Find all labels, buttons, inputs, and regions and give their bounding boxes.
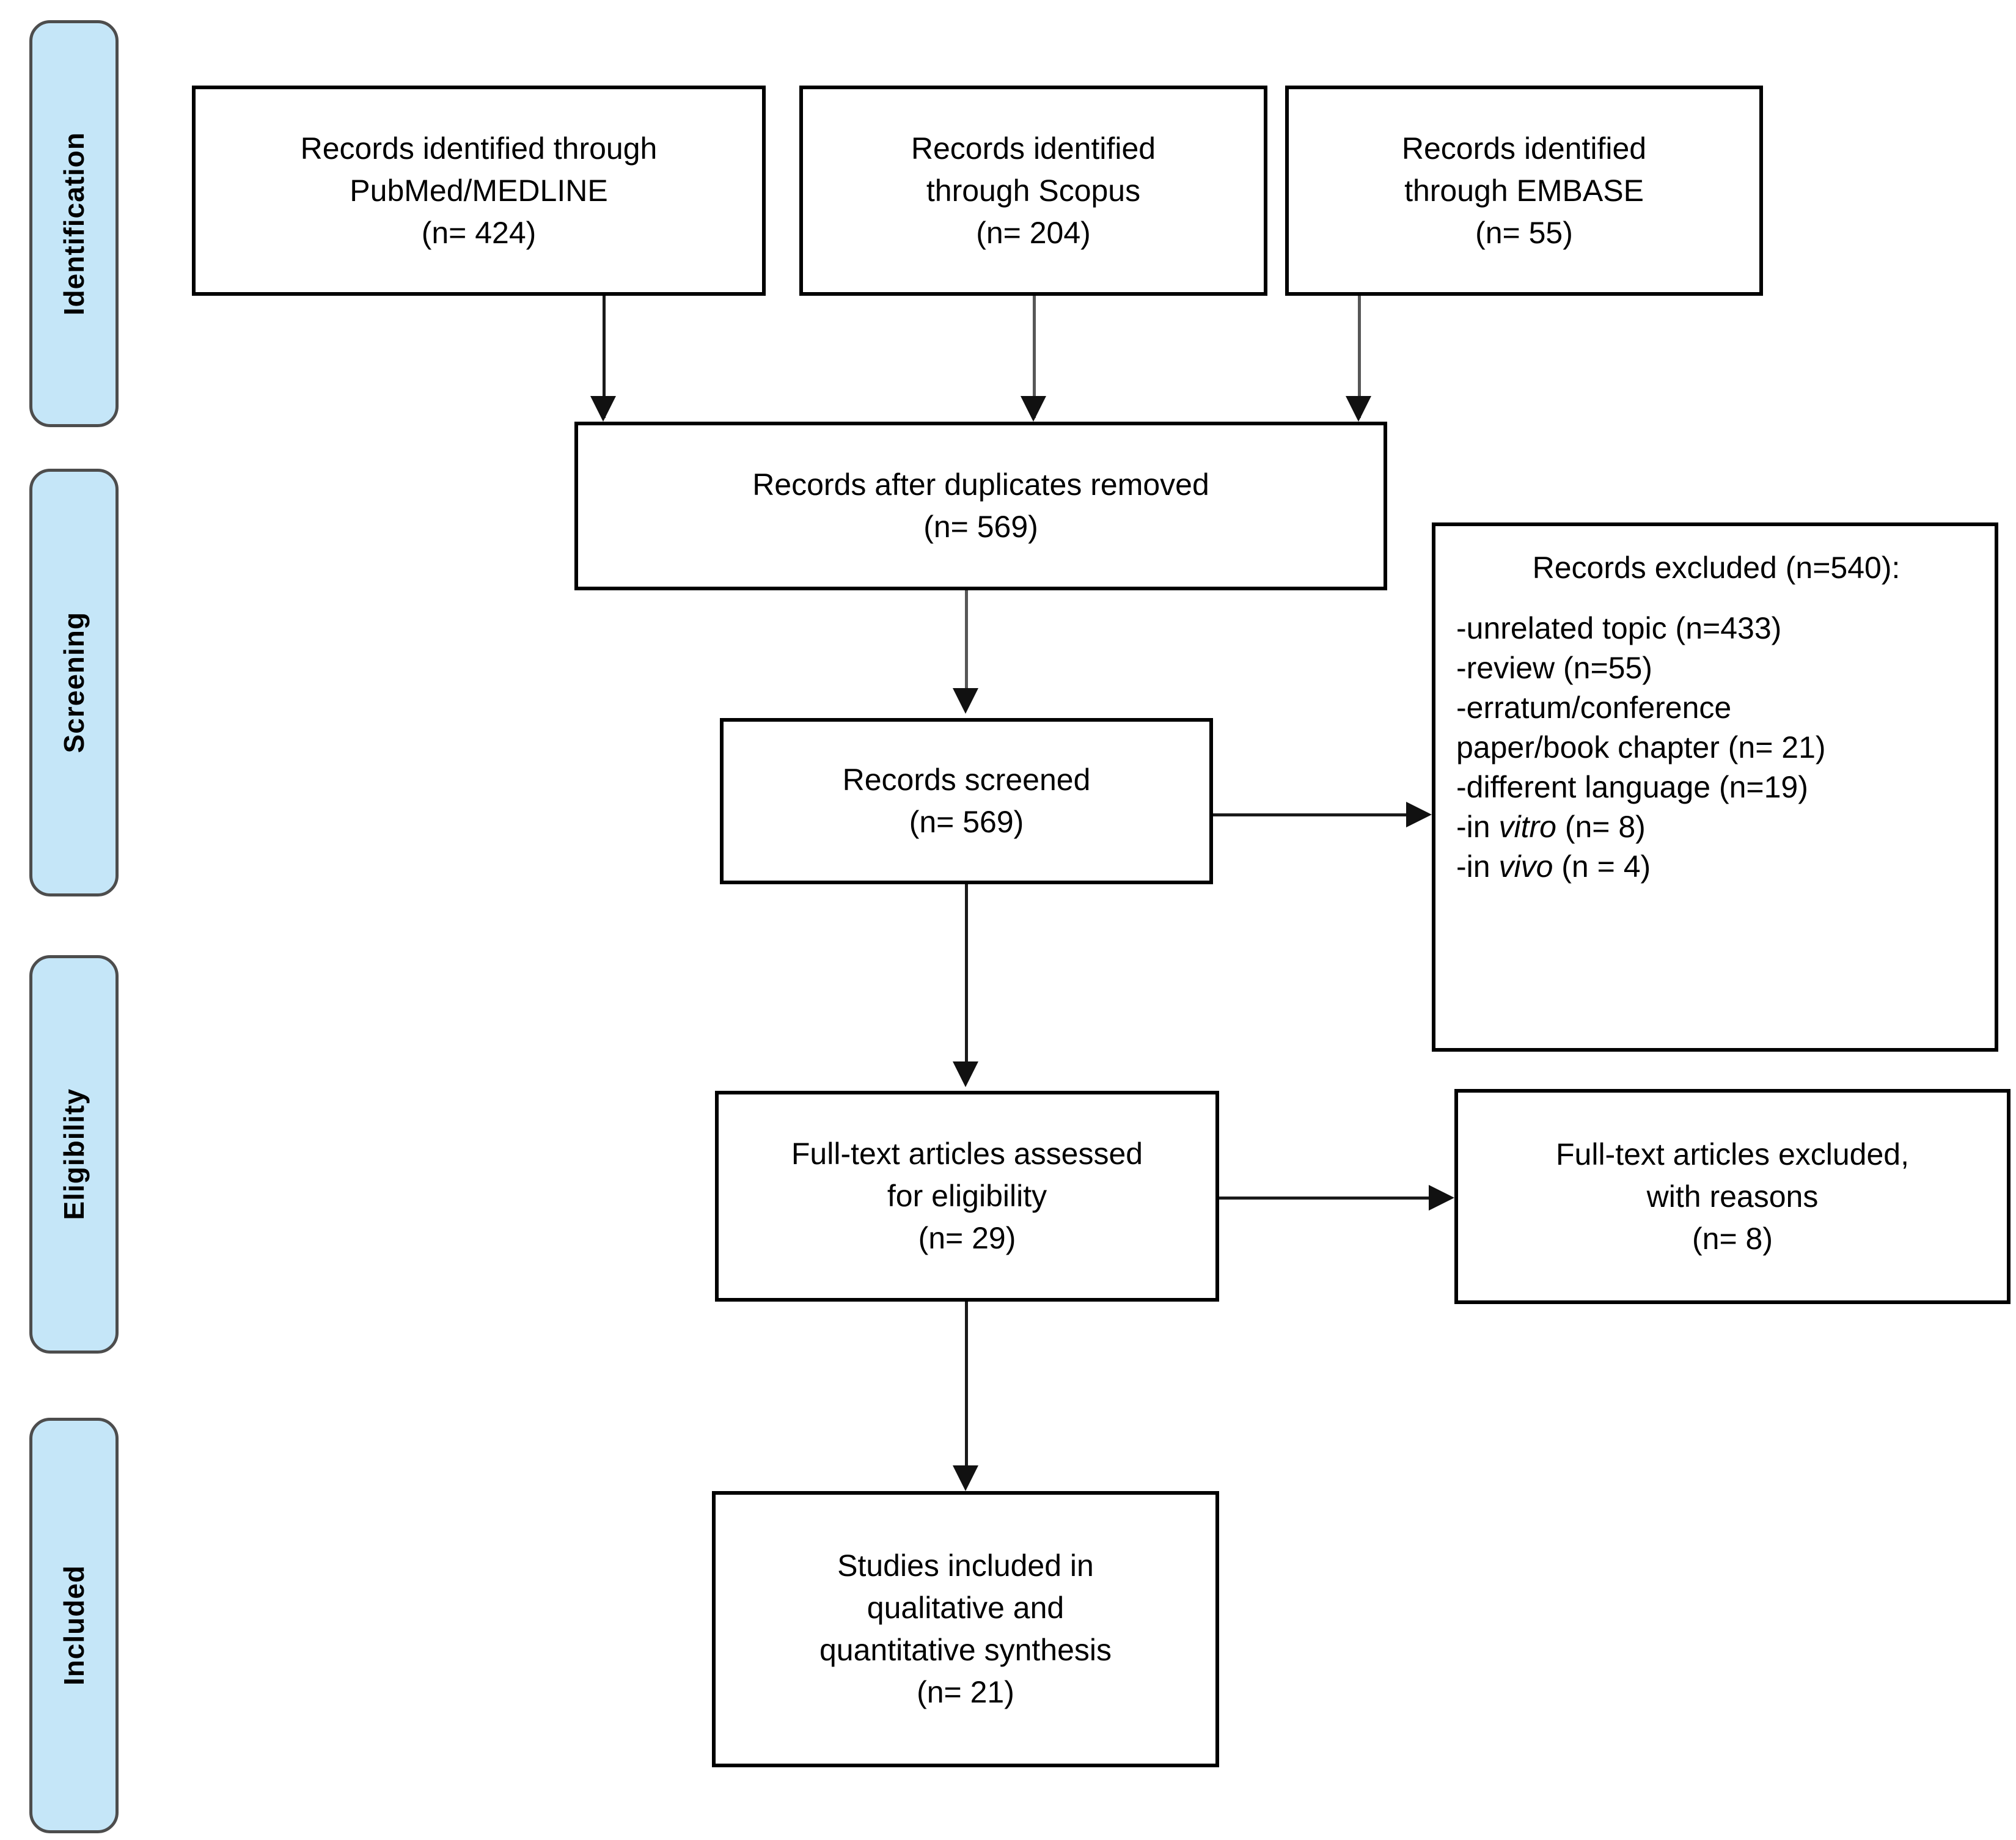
box-line: for eligibility — [887, 1179, 1047, 1213]
phase-label-included: Included — [58, 1565, 90, 1686]
records-excluded-title: Records excluded (n=540): — [1532, 551, 1901, 585]
reason-erratum-conference: -erratum/conference — [1456, 691, 1732, 725]
box-line: Full-text articles excluded, — [1555, 1137, 1909, 1171]
phase-label-identification: Identification — [58, 131, 90, 316]
box-records-identified-scopus: Records identified through Scopus (n= 20… — [799, 86, 1267, 296]
box-records-identified-pubmed: Records identified through PubMed/MEDLIN… — [192, 86, 766, 296]
box-line: PubMed/MEDLINE — [350, 173, 608, 208]
arrowhead-duplicates-to-screened — [953, 688, 978, 714]
box-records-excluded: Records excluded (n=540): -unrelated top… — [1432, 522, 1998, 1052]
reason-unrelated-topic: -unrelated topic (n=433) — [1456, 611, 1782, 645]
box-count: (n= 204) — [976, 215, 1091, 250]
phase-tab-included: Included — [29, 1418, 119, 1833]
arrowhead-pubmed-to-duplicates — [590, 396, 616, 422]
phase-tab-identification: Identification — [29, 20, 119, 427]
arrowhead-screened-to-excluded — [1406, 802, 1432, 827]
phase-tab-screening: Screening — [29, 469, 119, 896]
connector-fulltext-to-excluded — [1219, 1197, 1432, 1200]
reason-in-vivo: -in vivo (n = 4) — [1456, 849, 1651, 884]
arrowhead-fulltext-to-excluded — [1429, 1185, 1454, 1211]
reason-review: -review (n=55) — [1456, 651, 1652, 685]
box-line: Records after duplicates removed — [752, 467, 1209, 502]
box-count: (n= 21) — [917, 1675, 1014, 1709]
phase-label-screening: Screening — [58, 612, 90, 753]
phase-tab-eligibility: Eligibility — [29, 955, 119, 1354]
box-count: (n= 569) — [923, 510, 1038, 544]
reason-in-vitro: -in vitro (n= 8) — [1456, 810, 1646, 844]
box-count: (n= 55) — [1475, 215, 1573, 250]
box-line: Studies included in — [837, 1549, 1094, 1583]
box-records-screened: Records screened (n= 569) — [720, 718, 1213, 884]
connector-embase-to-duplicates — [1358, 296, 1361, 418]
box-count: (n= 8) — [1692, 1221, 1773, 1256]
box-line: with reasons — [1646, 1179, 1819, 1214]
box-line: Records identified — [911, 131, 1156, 166]
box-line: Records identified through — [300, 131, 658, 166]
phase-label-eligibility: Eligibility — [58, 1088, 90, 1220]
reason-different-language: -different language (n=19) — [1456, 770, 1808, 804]
arrowhead-embase-to-duplicates — [1346, 396, 1371, 422]
connector-scopus-to-duplicates — [1033, 296, 1036, 418]
reason-paper-book-chapter: paper/book chapter (n= 21) — [1456, 730, 1826, 764]
box-line: Full-text articles assessed — [791, 1137, 1143, 1171]
connector-duplicates-to-screened — [965, 590, 968, 688]
box-line: quantitative synthesis — [819, 1633, 1112, 1667]
box-line: Records identified — [1401, 131, 1647, 166]
box-count: (n= 424) — [421, 215, 537, 250]
connector-screened-to-fulltext — [965, 884, 968, 1061]
box-count: (n= 569) — [909, 805, 1024, 839]
connector-screened-to-excluded — [1213, 813, 1421, 816]
box-line: qualitative and — [867, 1591, 1065, 1625]
box-records-after-duplicates-removed: Records after duplicates removed (n= 569… — [574, 422, 1387, 590]
arrowhead-fulltext-to-included — [953, 1465, 978, 1491]
box-line: through EMBASE — [1404, 173, 1644, 208]
arrowhead-screened-to-fulltext — [953, 1061, 978, 1087]
box-fulltext-assessed: Full-text articles assessed for eligibil… — [715, 1091, 1219, 1302]
box-records-identified-embase: Records identified through EMBASE (n= 55… — [1285, 86, 1763, 296]
box-studies-included: Studies included in qualitative and quan… — [712, 1491, 1219, 1767]
connector-fulltext-to-included — [965, 1302, 968, 1467]
box-line: through Scopus — [926, 173, 1141, 208]
box-count: (n= 29) — [918, 1221, 1016, 1255]
box-line: Records screened — [842, 763, 1091, 797]
connector-pubmed-to-duplicates — [603, 296, 606, 418]
box-fulltext-excluded: Full-text articles excluded, with reason… — [1454, 1089, 2011, 1304]
arrowhead-scopus-to-duplicates — [1021, 396, 1046, 422]
